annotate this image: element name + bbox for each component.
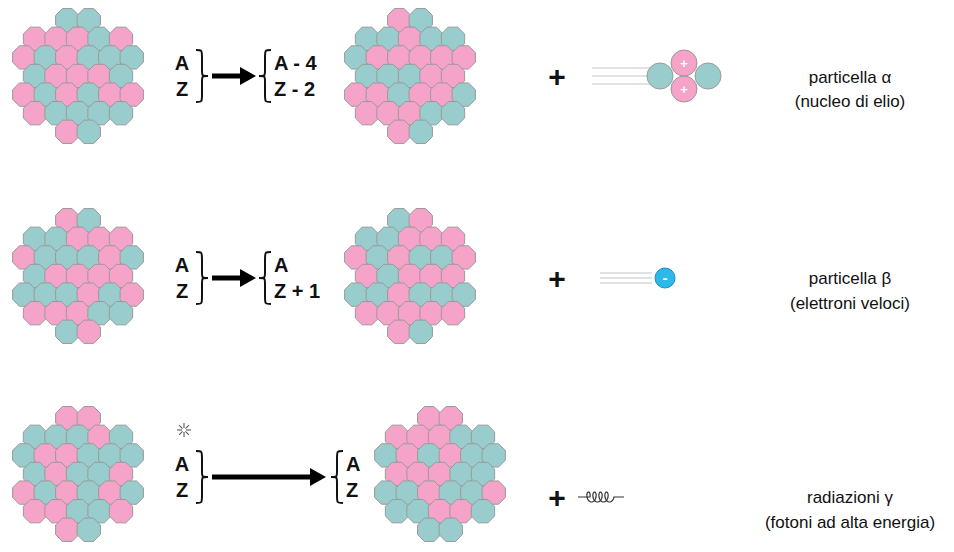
nucleon bbox=[77, 120, 100, 143]
atomic-number: Z + 1 bbox=[274, 281, 320, 301]
photon-symbol bbox=[578, 492, 624, 502]
electron-charge: - bbox=[663, 270, 668, 285]
nucleon bbox=[23, 302, 46, 325]
particle-note: (nucleo di elio) bbox=[795, 93, 906, 110]
motion-trail bbox=[592, 67, 650, 68]
mass-number: A bbox=[175, 53, 189, 73]
nucleon bbox=[109, 102, 132, 125]
nucleon bbox=[56, 120, 79, 143]
nucleon bbox=[441, 302, 464, 325]
nucleon bbox=[109, 302, 132, 325]
nucleon bbox=[355, 302, 378, 325]
particle-note: (elettroni veloci) bbox=[790, 295, 910, 312]
ground-nucleus bbox=[375, 407, 506, 542]
parent-nucleus bbox=[13, 9, 144, 144]
arrow-head bbox=[310, 468, 326, 486]
daughter-nucleus bbox=[345, 209, 476, 344]
closing-brace bbox=[196, 50, 208, 102]
mass-number: A bbox=[175, 255, 189, 275]
reaction-arrow bbox=[212, 276, 242, 281]
motion-trail bbox=[592, 83, 650, 84]
nucleon bbox=[355, 102, 378, 125]
nucleon bbox=[77, 518, 100, 541]
nucleon bbox=[56, 518, 79, 541]
atomic-number: Z bbox=[176, 281, 188, 301]
excited-mark bbox=[177, 423, 191, 437]
nucleon bbox=[388, 120, 411, 143]
parent-nucleus bbox=[13, 209, 144, 344]
nucleon bbox=[23, 500, 46, 523]
nucleon bbox=[439, 518, 462, 541]
nucleon bbox=[388, 320, 411, 343]
nucleon bbox=[109, 500, 132, 523]
nucleon bbox=[441, 102, 464, 125]
nucleon bbox=[471, 500, 494, 523]
plus-sign: + bbox=[548, 483, 566, 513]
mass-number: A bbox=[274, 255, 288, 275]
atomic-number: Z bbox=[346, 480, 358, 500]
motion-trail bbox=[592, 75, 650, 76]
nucleon bbox=[418, 518, 441, 541]
neutron bbox=[695, 63, 721, 89]
neutron bbox=[647, 63, 673, 89]
opening-brace bbox=[259, 50, 271, 102]
daughter-nucleus bbox=[345, 9, 476, 144]
mass-number: A - 4 bbox=[274, 53, 317, 73]
plus-sign: + bbox=[548, 62, 566, 92]
closing-brace bbox=[196, 451, 208, 503]
atomic-number: Z bbox=[176, 79, 188, 99]
proton-charge: + bbox=[680, 57, 688, 70]
closing-brace bbox=[196, 252, 208, 304]
particle-note: (fotoni ad alta energia) bbox=[765, 514, 935, 531]
motion-trail bbox=[600, 277, 652, 278]
proton bbox=[671, 50, 697, 76]
reaction-arrow bbox=[212, 475, 312, 480]
mass-number: A bbox=[346, 454, 360, 474]
mass-number: A bbox=[175, 454, 189, 474]
nucleon bbox=[409, 120, 432, 143]
nucleon bbox=[77, 320, 100, 343]
atomic-number: Z bbox=[176, 480, 188, 500]
nucleon bbox=[385, 500, 408, 523]
arrow-head bbox=[240, 67, 256, 85]
particle-name: particella α bbox=[809, 69, 892, 86]
motion-trail bbox=[600, 272, 652, 273]
electron bbox=[655, 268, 675, 288]
plus-sign: + bbox=[548, 264, 566, 294]
motion-trail bbox=[600, 282, 652, 283]
particle-name: radiazioni γ bbox=[807, 489, 893, 506]
nucleon bbox=[23, 102, 46, 125]
reaction-arrow bbox=[212, 74, 242, 79]
particle-name: particella β bbox=[809, 270, 892, 287]
opening-brace bbox=[331, 451, 343, 503]
arrow-head bbox=[240, 269, 256, 287]
atomic-number: Z - 2 bbox=[274, 79, 315, 99]
excited-nucleus bbox=[13, 407, 144, 542]
nucleon bbox=[409, 320, 432, 343]
opening-brace bbox=[259, 252, 271, 304]
nucleon bbox=[56, 320, 79, 343]
proton bbox=[671, 76, 697, 102]
proton-charge: + bbox=[680, 83, 688, 96]
